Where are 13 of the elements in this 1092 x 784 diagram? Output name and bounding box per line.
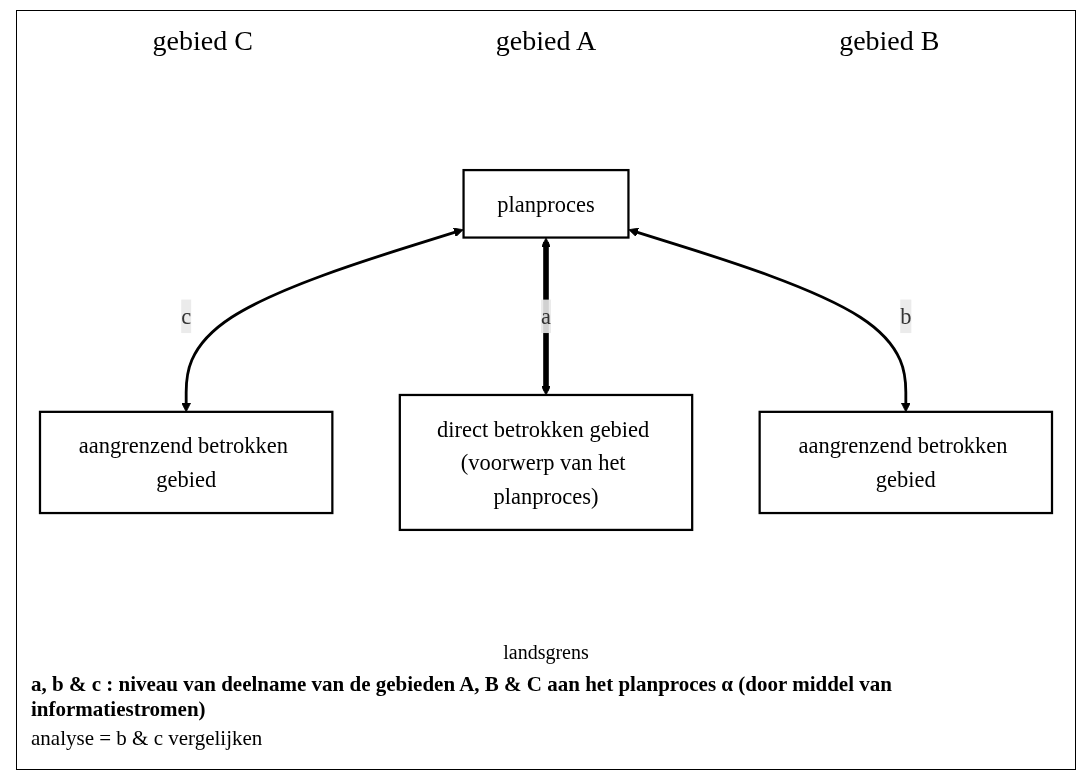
region-heading: gebied A xyxy=(495,25,597,57)
edge-label: a xyxy=(541,303,551,329)
node-box: direct betrokken gebied (voorwerp van het planproces) xyxy=(398,393,694,532)
region-heading: gebied C xyxy=(152,25,253,57)
note-text: a, b & c : niveau van deelname van de gebieden A, B & C aan het planproces α (door middel van informatiestromen) xyxy=(31,672,893,722)
border-label: landsgrens xyxy=(503,641,589,663)
edge-label: c xyxy=(181,303,192,329)
edge-label: b xyxy=(900,303,912,329)
node-box: aangrenzend betrokken gebied xyxy=(758,410,1054,515)
node-box: planproces xyxy=(462,168,630,239)
note-text: analyse = b & c vergelijken xyxy=(31,726,264,751)
node-box: aangrenzend betrokken gebied xyxy=(38,410,334,515)
region-heading: gebied B xyxy=(839,25,940,57)
